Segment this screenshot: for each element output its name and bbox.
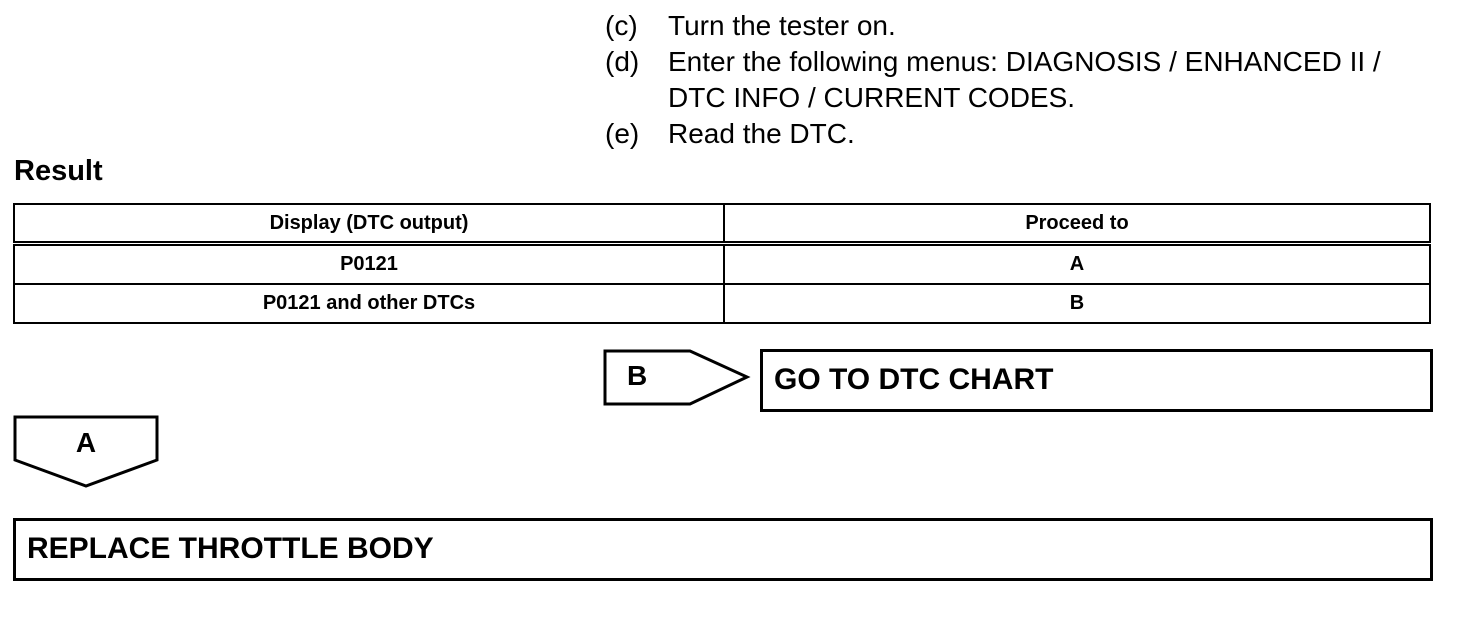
- procedure-steps: (c) Turn the tester on. (d) Enter the fo…: [605, 8, 1445, 152]
- branch-b-label: B: [627, 360, 648, 391]
- go-to-dtc-chart-box: GO TO DTC CHART: [760, 349, 1433, 412]
- step-c: (c) Turn the tester on.: [605, 8, 1445, 44]
- table-cell-display: P0121: [13, 242, 725, 285]
- branch-a-label: A: [75, 427, 97, 458]
- right-arrow-shape: [603, 349, 751, 406]
- result-table: Display (DTC output) Proceed to P0121 A …: [13, 203, 1431, 324]
- result-heading: Result: [14, 155, 103, 187]
- step-e: (e) Read the DTC.: [605, 116, 1445, 152]
- step-d: (d) Enter the following menus: DIAGNOSIS…: [605, 44, 1445, 116]
- table-cell-display: P0121 and other DTCs: [13, 283, 725, 324]
- column-header-display: Display (DTC output): [13, 203, 725, 246]
- branch-a-arrow: A: [13, 415, 159, 489]
- step-label: (d): [605, 46, 640, 77]
- column-header-proceed: Proceed to: [723, 203, 1431, 246]
- table-row: P0121 A: [13, 242, 1431, 285]
- branch-b-arrow: B: [603, 349, 751, 406]
- step-label: (c): [605, 10, 638, 41]
- step-label: (e): [605, 118, 640, 149]
- table-cell-proceed: B: [723, 283, 1431, 324]
- table-row: P0121 and other DTCs B: [13, 283, 1431, 324]
- step-text: Turn the tester on.: [668, 10, 896, 41]
- step-text: Enter the following menus: DIAGNOSIS / E…: [668, 46, 1381, 113]
- replace-throttle-body-box: REPLACE THROTTLE BODY: [13, 518, 1433, 581]
- table-header-row: Display (DTC output) Proceed to: [13, 203, 1431, 246]
- step-text: Read the DTC.: [668, 118, 855, 149]
- down-arrow-shape: [13, 415, 159, 488]
- table-cell-proceed: A: [723, 242, 1431, 285]
